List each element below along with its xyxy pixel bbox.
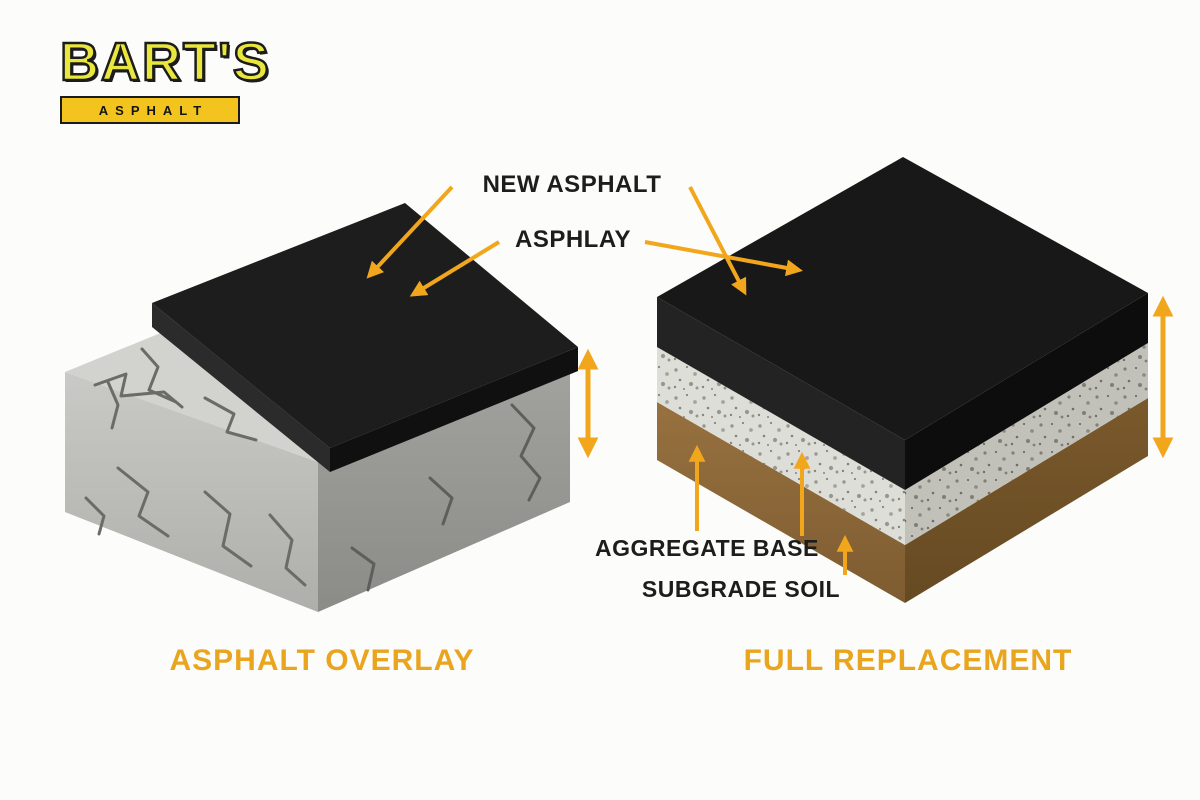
asphalt-front-right-face [905,293,1148,490]
subgrade-soil-label: SUBGRADE SOIL [641,576,841,602]
arrow-asphlay-to-replacement [644,240,803,277]
arrow-new-asphalt-to-replacement [688,186,747,296]
overlay-block-illustration [65,203,578,612]
arrow-asphlay-to-overlay [409,240,501,297]
crack-lines-shaded [350,403,542,592]
logo: BART'S ASPHALT [59,32,271,124]
slab-top-face [152,203,578,448]
subgrade-front-right-face [905,398,1148,603]
thickness-arrows [577,295,1174,459]
base-front-right-face [318,352,570,612]
asphalt-front-left-face [657,297,905,490]
overlay-asphalt-slab [152,203,578,472]
asphalt-top-face [657,157,1148,440]
slab-front-right-face [330,347,578,472]
replacement-block-illustration [657,157,1148,603]
callout-arrows [366,185,854,575]
asphlay-label: ASPHLAY [515,226,631,253]
logo-tagline: ASPHALT [98,102,209,118]
crack-lines [84,347,307,587]
arrow-new-asphalt-to-overlay [366,185,454,279]
logo-wordmark: BART'S [59,32,271,92]
overlay-caption: ASPHALT OVERLAY [169,644,475,677]
new-asphalt-label: NEW ASPHALT [482,171,662,198]
base-front-left-face [65,372,318,612]
aggregate-front-right-face [905,343,1148,545]
logo-tagline-box: ASPHALT [60,96,240,124]
replacement-caption: FULL REPLACEMENT [743,644,1073,677]
slab-front-left-face [152,303,330,472]
aggregate-base-label: AGGREGATE BASE [595,535,819,561]
aggregate-front-left-face [657,347,905,545]
